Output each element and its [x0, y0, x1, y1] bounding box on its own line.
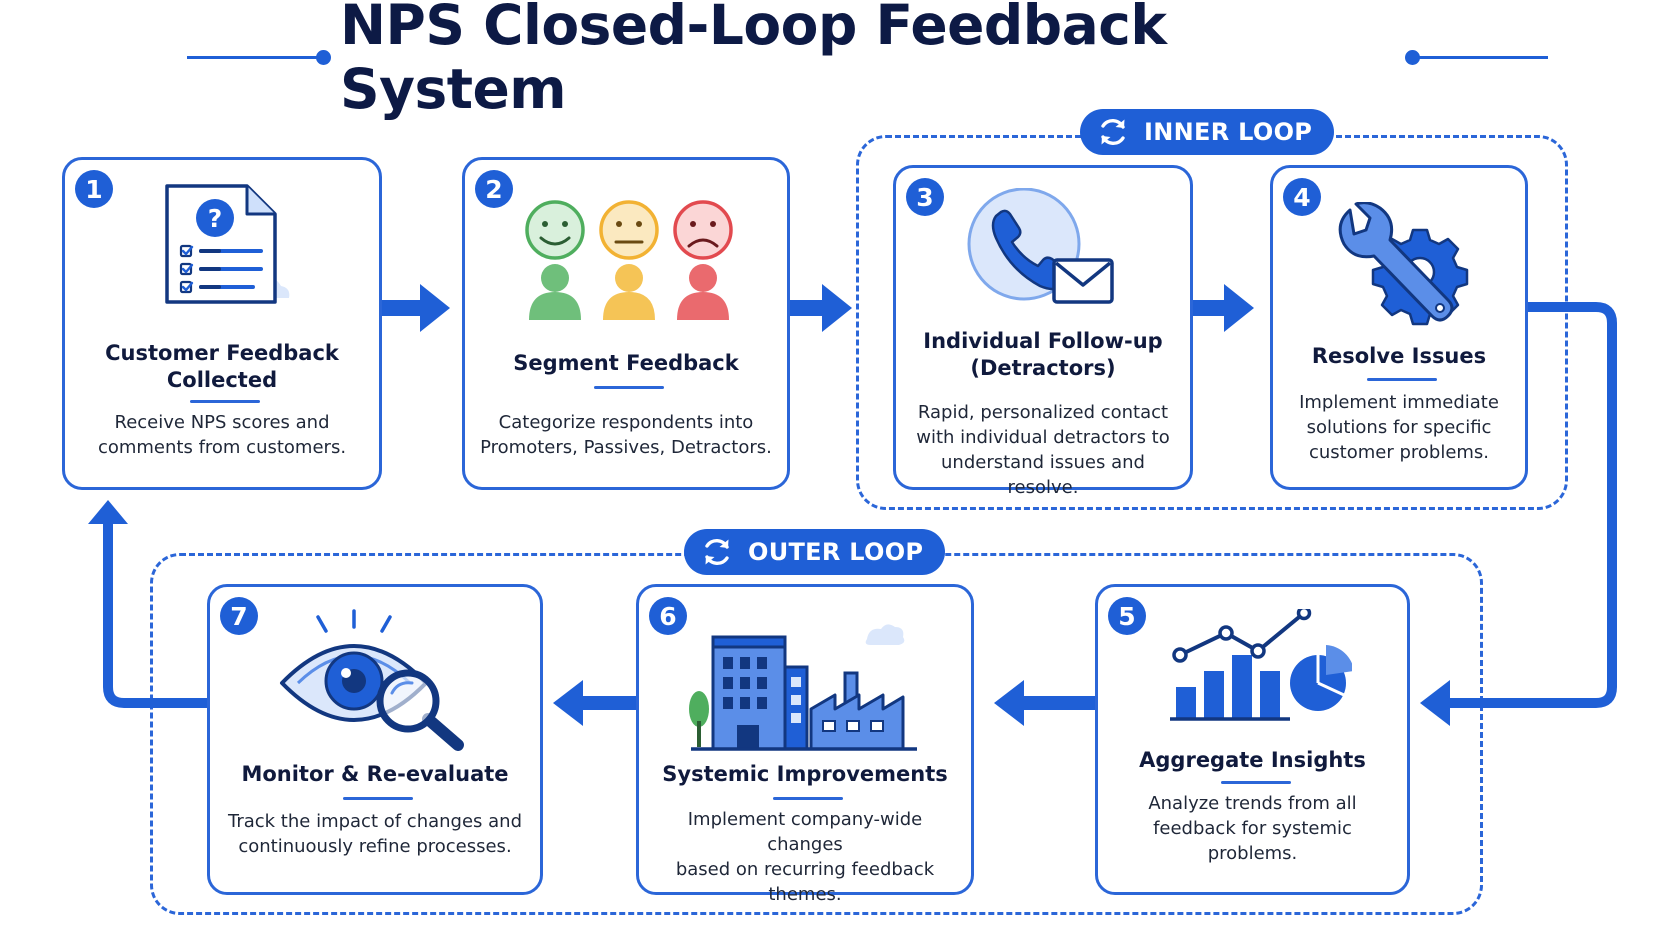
refresh-icon — [1101, 118, 1125, 146]
step-description: Rapid, personalized contact with individ… — [916, 402, 1170, 498]
page-title: NPS Closed-Loop Feedback System — [340, 0, 1167, 121]
arrow-2-to-3 — [790, 284, 852, 332]
step-number-badge: 2 — [475, 170, 513, 208]
wrench-gear-icon — [1338, 202, 1469, 326]
step-number-badge: 4 — [1283, 178, 1321, 216]
step-title: Monitor & Re-evaluate — [241, 762, 509, 786]
eye-magnifier-icon — [280, 609, 464, 751]
phone-email-icon — [967, 188, 1114, 304]
title-line-left — [187, 56, 322, 59]
step-card-4: 4 Resolve Issues Implement immediate sol… — [1270, 165, 1528, 490]
step-title-underline — [1367, 378, 1437, 381]
buildings-factory-icon — [689, 624, 917, 751]
inner-loop-text: INNER LOOP — [1144, 118, 1313, 146]
step-description: Implement immediate solutions for specif… — [1299, 392, 1499, 463]
title-dot-left — [316, 50, 331, 65]
step-title: Individual Follow-up (Detractors) — [923, 329, 1163, 380]
detractor-icon — [673, 200, 733, 320]
step-title-underline — [343, 797, 413, 800]
svg-text:?: ? — [208, 204, 223, 233]
step-title-underline — [190, 400, 260, 403]
survey-document-icon: ? — [165, 184, 290, 304]
outer-loop-text: OUTER LOOP — [748, 538, 924, 566]
step-description: Categorize respondents into Promoters, P… — [480, 412, 772, 458]
step-title: Aggregate Insights — [1139, 748, 1366, 772]
step-number-badge: 5 — [1108, 597, 1146, 635]
step-title: Customer Feedback Collected — [105, 341, 339, 392]
step-title: Segment Feedback — [513, 351, 739, 375]
outer-loop-label: OUTER LOOP — [684, 529, 946, 575]
title-row: NPS Closed-Loop Feedback System — [0, 0, 1672, 121]
step-title-underline — [1221, 781, 1291, 784]
step-number-badge: 7 — [220, 597, 258, 635]
step-card-3: 3 Individual Follow-up (Detractors) Rapi… — [893, 165, 1193, 498]
analytics-chart-icon — [1170, 609, 1352, 721]
step-description: Analyze trends from all feedback for sys… — [1148, 793, 1357, 864]
step-description: Track the impact of changes and continuo… — [227, 811, 523, 857]
passive-icon — [599, 200, 659, 320]
step-title: Systemic Improvements — [662, 762, 948, 786]
title-dot-right — [1405, 50, 1420, 65]
step-description: Implement company-wide changes based on … — [675, 809, 935, 905]
step-number-badge: 3 — [906, 178, 944, 216]
step-title: Resolve Issues — [1311, 344, 1487, 368]
step-card-7: 7 Monitor & Re-evaluate Track the impact… — [207, 584, 543, 895]
refresh-icon — [705, 538, 729, 566]
step-card-1: 1 ? Customer Feedback Collected — [62, 157, 382, 490]
inner-loop-label: INNER LOOP — [1080, 109, 1335, 155]
step-number-badge: 1 — [75, 170, 113, 208]
step-number-badge: 6 — [649, 597, 687, 635]
step-card-6: 6 Systemic Improvements Implement compan… — [636, 584, 974, 905]
step-title-underline — [773, 797, 843, 800]
customer-segments-icon — [525, 200, 733, 320]
step-card-5: 5 Aggregate Insights Analyze trends from… — [1095, 584, 1410, 895]
title-line-right — [1418, 56, 1548, 59]
step-card-2: 2 Segment Feedback Categorize r — [462, 157, 790, 490]
promoter-icon — [525, 200, 585, 320]
arrow-1-to-2 — [382, 284, 450, 332]
step-description: Receive NPS scores and comments from cus… — [97, 412, 347, 458]
step-title-underline — [594, 386, 664, 389]
